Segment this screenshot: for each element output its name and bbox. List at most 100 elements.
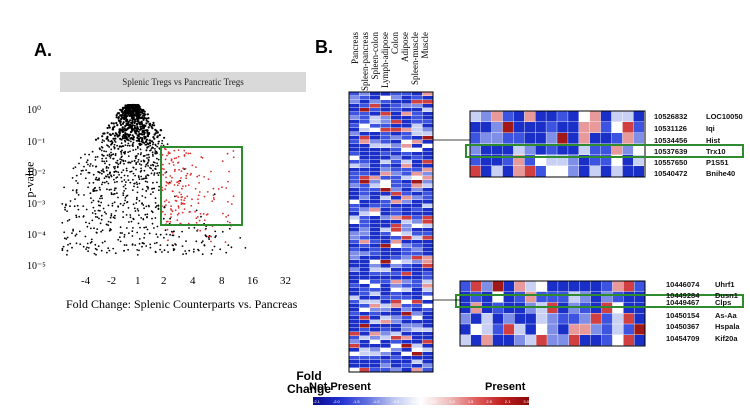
data-point — [140, 217, 143, 219]
inset-cell — [535, 122, 546, 133]
inset-cell — [547, 335, 558, 346]
inset-cell — [623, 335, 634, 346]
data-point — [122, 145, 125, 148]
data-point — [136, 120, 139, 123]
data-point — [178, 236, 181, 238]
data-point — [127, 151, 130, 154]
heatmap-cell — [370, 340, 381, 344]
heatmap-cell — [391, 96, 402, 100]
data-point — [136, 191, 139, 194]
data-point — [134, 157, 137, 160]
data-point — [136, 106, 139, 109]
heatmap-cell — [370, 228, 381, 232]
data-point — [115, 161, 117, 164]
legend-tick: -2.0 — [332, 398, 340, 404]
data-point — [74, 234, 77, 237]
heatmap-cell — [401, 132, 412, 136]
heatmap-cell — [349, 360, 360, 364]
data-point — [114, 214, 116, 217]
heatmap-cell — [370, 164, 381, 168]
data-point — [83, 165, 85, 168]
heatmap-cell — [401, 308, 412, 312]
heatmap-cell — [422, 340, 433, 344]
heatmap-cell — [422, 164, 433, 168]
heatmap-cell — [401, 332, 412, 336]
heatmap-cell — [391, 348, 402, 352]
data-point — [138, 182, 141, 185]
data-point — [113, 192, 116, 195]
data-point — [161, 154, 164, 156]
data-point — [110, 148, 113, 151]
data-point — [188, 227, 190, 229]
heatmap-cell — [359, 236, 370, 240]
heatmap-cell — [401, 220, 412, 224]
inset-cell — [503, 313, 515, 324]
data-point — [158, 189, 160, 192]
heatmap-cell — [422, 244, 433, 248]
heatmap-cell — [349, 364, 360, 368]
heatmap-cell — [349, 316, 360, 320]
data-point — [108, 155, 111, 158]
data-point — [153, 133, 156, 136]
data-point — [184, 167, 187, 170]
data-point — [84, 177, 87, 180]
bottom-inset-highlight — [455, 294, 744, 308]
heatmap-cell — [380, 240, 391, 244]
data-point — [122, 112, 125, 115]
data-point — [129, 181, 132, 184]
inset-cell — [481, 335, 493, 346]
inset-cell — [558, 281, 569, 292]
data-point — [142, 118, 145, 121]
heatmap-cell — [391, 308, 402, 312]
heatmap-cell — [391, 268, 402, 272]
data-point — [162, 144, 165, 147]
heatmap-cell — [370, 260, 381, 264]
heatmap-cell — [370, 288, 381, 292]
data-point — [63, 237, 66, 240]
inset-cell — [589, 122, 601, 133]
data-point — [198, 174, 201, 177]
data-point — [114, 153, 117, 155]
heatmap-cell — [370, 364, 381, 368]
y-tick: 10⁻⁵ — [27, 261, 46, 272]
heatmap-cell — [380, 324, 391, 328]
data-point — [108, 229, 111, 232]
gene-id: 10450154 — [666, 311, 700, 320]
inset-cell — [480, 133, 492, 144]
data-point — [125, 167, 128, 170]
data-point — [141, 202, 144, 205]
data-point — [147, 117, 150, 120]
data-point — [136, 183, 139, 186]
data-point — [132, 166, 135, 169]
inset-cell — [481, 291, 493, 303]
heatmap-cell — [359, 160, 370, 164]
inset-cell — [600, 144, 612, 155]
heatmap-cell — [412, 336, 423, 340]
main-heatmap-border — [348, 91, 434, 373]
data-point — [141, 130, 144, 134]
heatmap-cell — [359, 216, 370, 220]
gene-name: Uhrf1 — [715, 280, 735, 289]
data-point — [119, 162, 122, 165]
data-point — [211, 200, 214, 203]
heatmap-cell — [359, 240, 370, 244]
inset-cell — [558, 324, 569, 335]
data-point — [224, 241, 227, 244]
data-point — [131, 235, 134, 237]
legend-tick: 2.1 — [504, 398, 511, 404]
heatmap-cell — [380, 288, 391, 292]
data-point — [228, 227, 231, 230]
inset-cell — [524, 144, 535, 155]
data-point — [153, 227, 155, 229]
data-point — [173, 184, 176, 186]
heatmap-cell — [391, 252, 402, 256]
data-point — [194, 210, 197, 213]
data-point — [185, 240, 187, 243]
data-point — [190, 204, 193, 207]
data-point — [161, 139, 164, 142]
data-point — [108, 176, 111, 179]
heatmap-cell — [359, 300, 370, 304]
data-point — [137, 222, 140, 225]
heatmap-cell — [391, 364, 402, 368]
data-point — [88, 222, 91, 225]
